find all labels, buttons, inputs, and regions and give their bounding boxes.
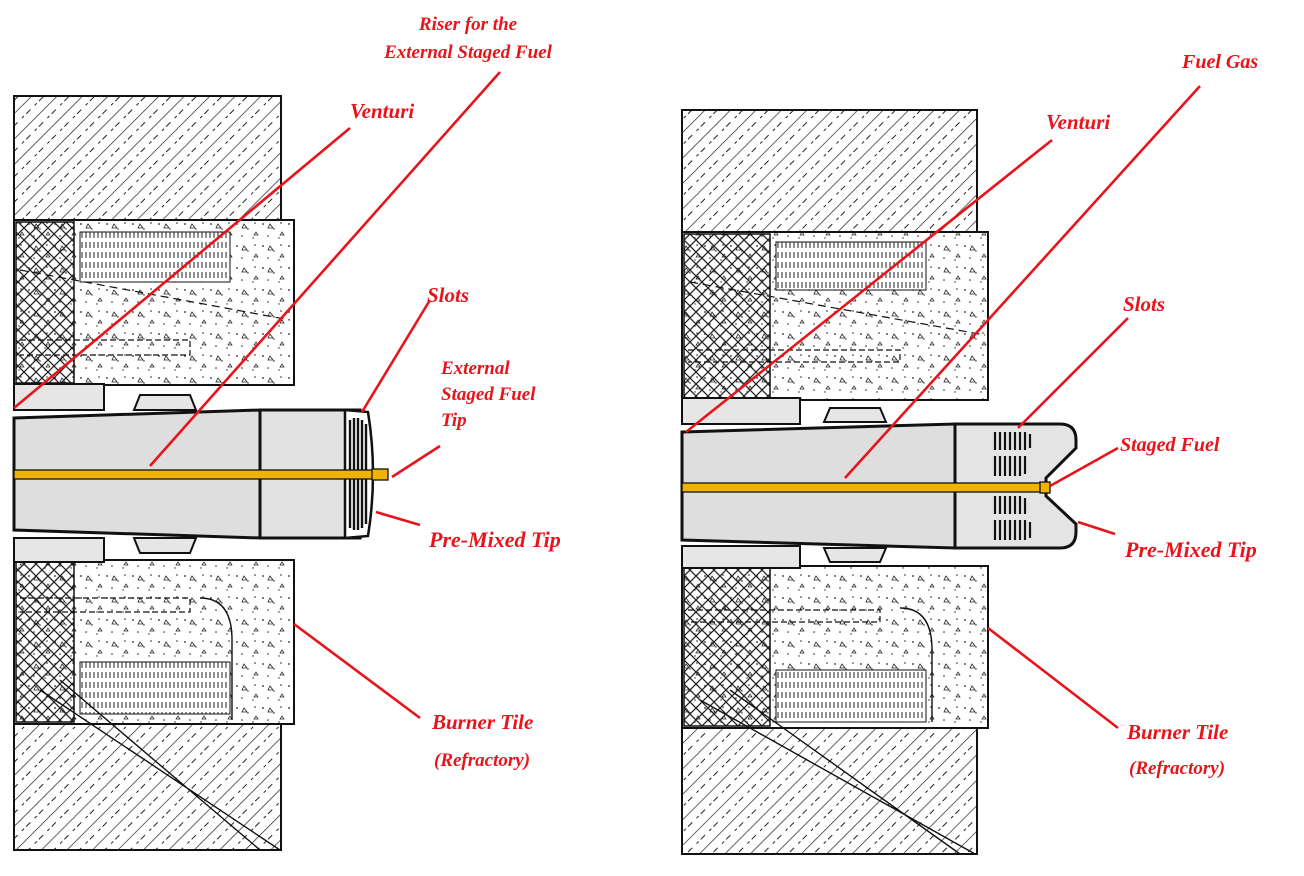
left-collar-bottom: [13, 537, 105, 563]
left-upper-anchor: [20, 339, 191, 356]
left-burner-assembly: [12, 95, 389, 851]
right-upper-insulation: [775, 241, 927, 291]
left-slots-label: Slots: [427, 283, 469, 307]
left-lower-insulation: [79, 661, 231, 715]
riser-label-line2: External Staged Fuel: [383, 42, 553, 63]
left-premixed-label: Pre-Mixed Tip: [428, 527, 561, 552]
left-burner-tile-label: Burner Tile: [431, 710, 533, 734]
right-upper-dash: [689, 281, 986, 336]
left-lower-wall: [13, 723, 282, 851]
left-upper-cross: [15, 221, 75, 384]
left-upper-insulation: [79, 231, 231, 283]
external-label-line3: Tip: [441, 410, 467, 431]
external-label-line1: External: [440, 358, 510, 379]
right-upper-cross: [683, 233, 771, 399]
left-staged-tip: [371, 468, 389, 481]
right-clamp-top: [822, 407, 888, 423]
left-venturi-label: Venturi: [350, 99, 414, 123]
right-fuel-line: [681, 482, 1049, 493]
fuel-gas-label: Fuel Gas: [1181, 51, 1258, 73]
right-lower-wall: [681, 727, 978, 855]
left-upper-dash: [19, 269, 291, 321]
right-lower-insulation: [775, 669, 927, 723]
right-leader-lines: [685, 85, 1201, 730]
right-lower-curve: [899, 607, 933, 722]
right-clamp-bottom: [822, 547, 888, 563]
left-lower-anchor: [20, 597, 191, 613]
left-lower-diag: [39, 679, 281, 851]
right-slots-label: Slots: [1123, 292, 1165, 316]
right-lower-anchor: [688, 609, 881, 623]
left-labels: Riser for the External Staged Fuel Ventu…: [350, 14, 561, 771]
right-upper-anchor: [688, 349, 901, 363]
right-lower-diag: [699, 689, 976, 855]
left-fuel-riser: [13, 469, 387, 480]
right-venturi-label: Venturi: [1046, 110, 1110, 134]
right-burner-tile-label: Burner Tile: [1126, 720, 1228, 744]
right-burner-assembly: [680, 109, 1078, 855]
right-refractory-label: (Refractory): [1129, 758, 1225, 779]
left-lower-cross: [15, 561, 75, 723]
left-clamp-bottom: [132, 537, 198, 554]
left-lower-curve: [199, 597, 233, 720]
right-slot-grid: [993, 432, 1032, 540]
right-staged-tip: [1039, 481, 1051, 494]
left-upper-wall: [13, 95, 282, 221]
right-labels: Fuel Gas Venturi Slots Staged Fuel Pre-M…: [1046, 51, 1258, 779]
riser-label-line1: Riser for the: [418, 14, 518, 35]
right-lower-cross: [683, 567, 771, 727]
left-refractory-label: (Refractory): [434, 750, 530, 771]
left-leader-lines: [13, 71, 501, 720]
right-upper-wall: [681, 109, 978, 233]
external-label-line2: Staged Fuel: [441, 384, 536, 405]
staged-fuel-label: Staged Fuel: [1120, 434, 1220, 456]
right-premixed-label: Pre-Mixed Tip: [1124, 537, 1257, 562]
right-collar-bottom: [681, 545, 801, 569]
left-clamp-top: [132, 394, 198, 411]
